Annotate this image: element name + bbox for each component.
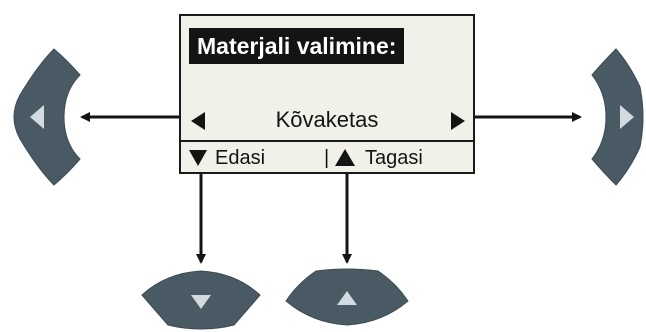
lcd-title: Materjali valimine:: [189, 28, 405, 64]
triangle-up-icon: [337, 291, 357, 305]
footer-forward-label: Edasi: [215, 147, 266, 169]
lcd-selected-value: Kõvaketas: [275, 107, 379, 132]
lcd-footer: Edasi | Tagasi: [181, 144, 473, 172]
up-button[interactable]: [282, 265, 412, 331]
footer-down-icon: [189, 150, 207, 166]
footer-separator: |: [324, 147, 330, 169]
footer-up-icon: [335, 149, 355, 166]
left-button[interactable]: [8, 47, 88, 187]
lcd-divider: [181, 140, 473, 142]
down-button[interactable]: [136, 265, 266, 331]
triangle-down-icon: [191, 295, 211, 309]
triangle-right-icon: [620, 105, 634, 129]
footer-back-label: Tagasi: [365, 147, 423, 169]
triangle-left-icon: [30, 105, 44, 129]
lcd-left-arrow-icon: [191, 112, 205, 130]
lcd-selection-row: Kõvaketas: [181, 104, 473, 136]
lcd-display: Materjali valimine: Kõvaketas Edasi | Ta…: [179, 14, 475, 174]
lcd-right-arrow-icon: [451, 112, 465, 130]
right-button[interactable]: [586, 47, 646, 187]
